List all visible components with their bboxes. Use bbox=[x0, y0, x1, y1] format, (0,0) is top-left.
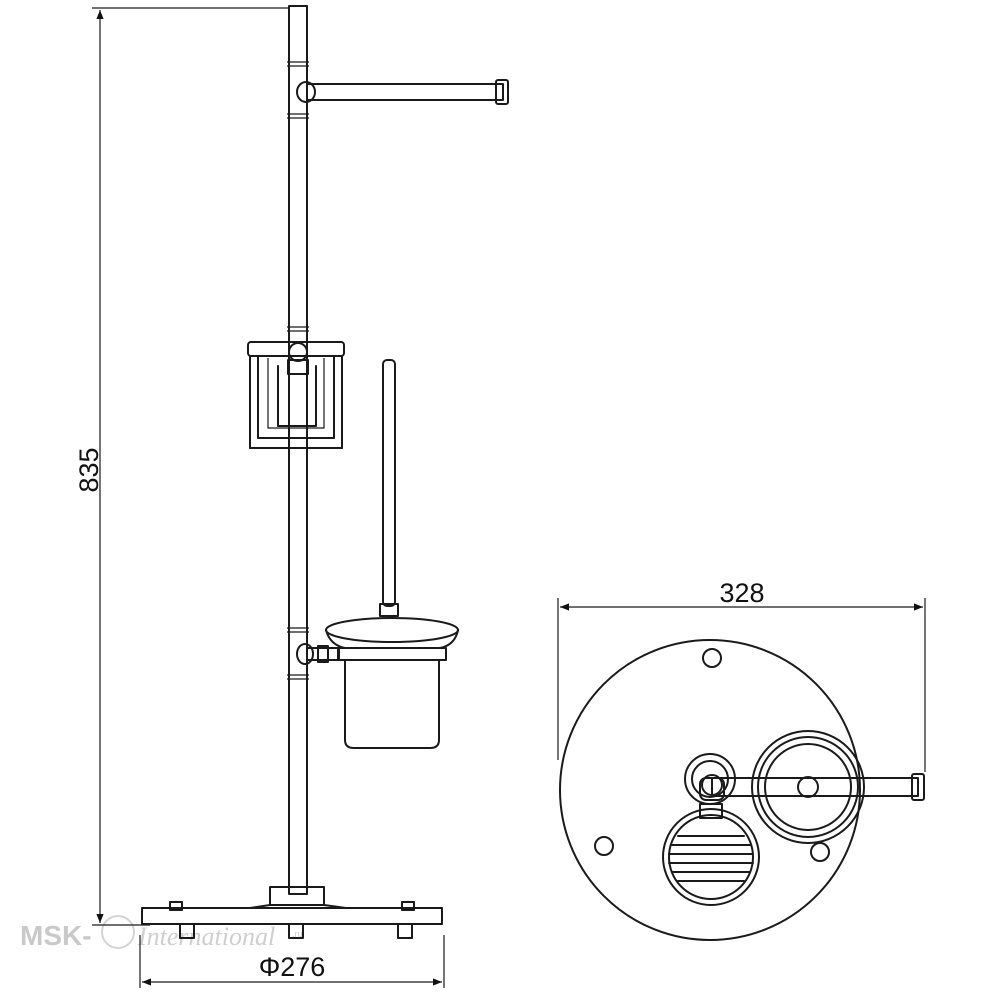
mounting-hole bbox=[702, 648, 722, 668]
base bbox=[141, 886, 443, 939]
diameter-dimension: Φ276 bbox=[139, 935, 445, 988]
mounting-hole bbox=[810, 842, 830, 862]
toilet-brush bbox=[379, 359, 399, 617]
width-label: 328 bbox=[719, 578, 764, 608]
top-view bbox=[559, 639, 925, 941]
paper-arm-top bbox=[699, 773, 925, 801]
watermark-script: International bbox=[137, 922, 275, 951]
diameter-label: Φ276 bbox=[259, 952, 326, 982]
brush-cup-top bbox=[751, 730, 865, 844]
width-dimension: 328 bbox=[557, 578, 926, 772]
pole-joints bbox=[287, 61, 309, 680]
basket-top bbox=[662, 803, 760, 906]
base-plate-top bbox=[559, 639, 861, 941]
front-view bbox=[141, 5, 509, 939]
main-pole bbox=[288, 5, 308, 895]
watermark: MSK- International .ru bbox=[20, 915, 303, 951]
height-dimension: 835 bbox=[74, 7, 290, 926]
mounting-hole bbox=[594, 836, 614, 856]
brush-cup bbox=[296, 617, 459, 749]
wire-basket bbox=[247, 341, 345, 449]
watermark-brand: MSK- bbox=[20, 920, 92, 951]
watermark-domain: .ru bbox=[292, 929, 303, 939]
height-label: 835 bbox=[74, 447, 104, 492]
watermark-logo-icon bbox=[101, 915, 135, 949]
paper-holder-arm bbox=[296, 79, 509, 105]
